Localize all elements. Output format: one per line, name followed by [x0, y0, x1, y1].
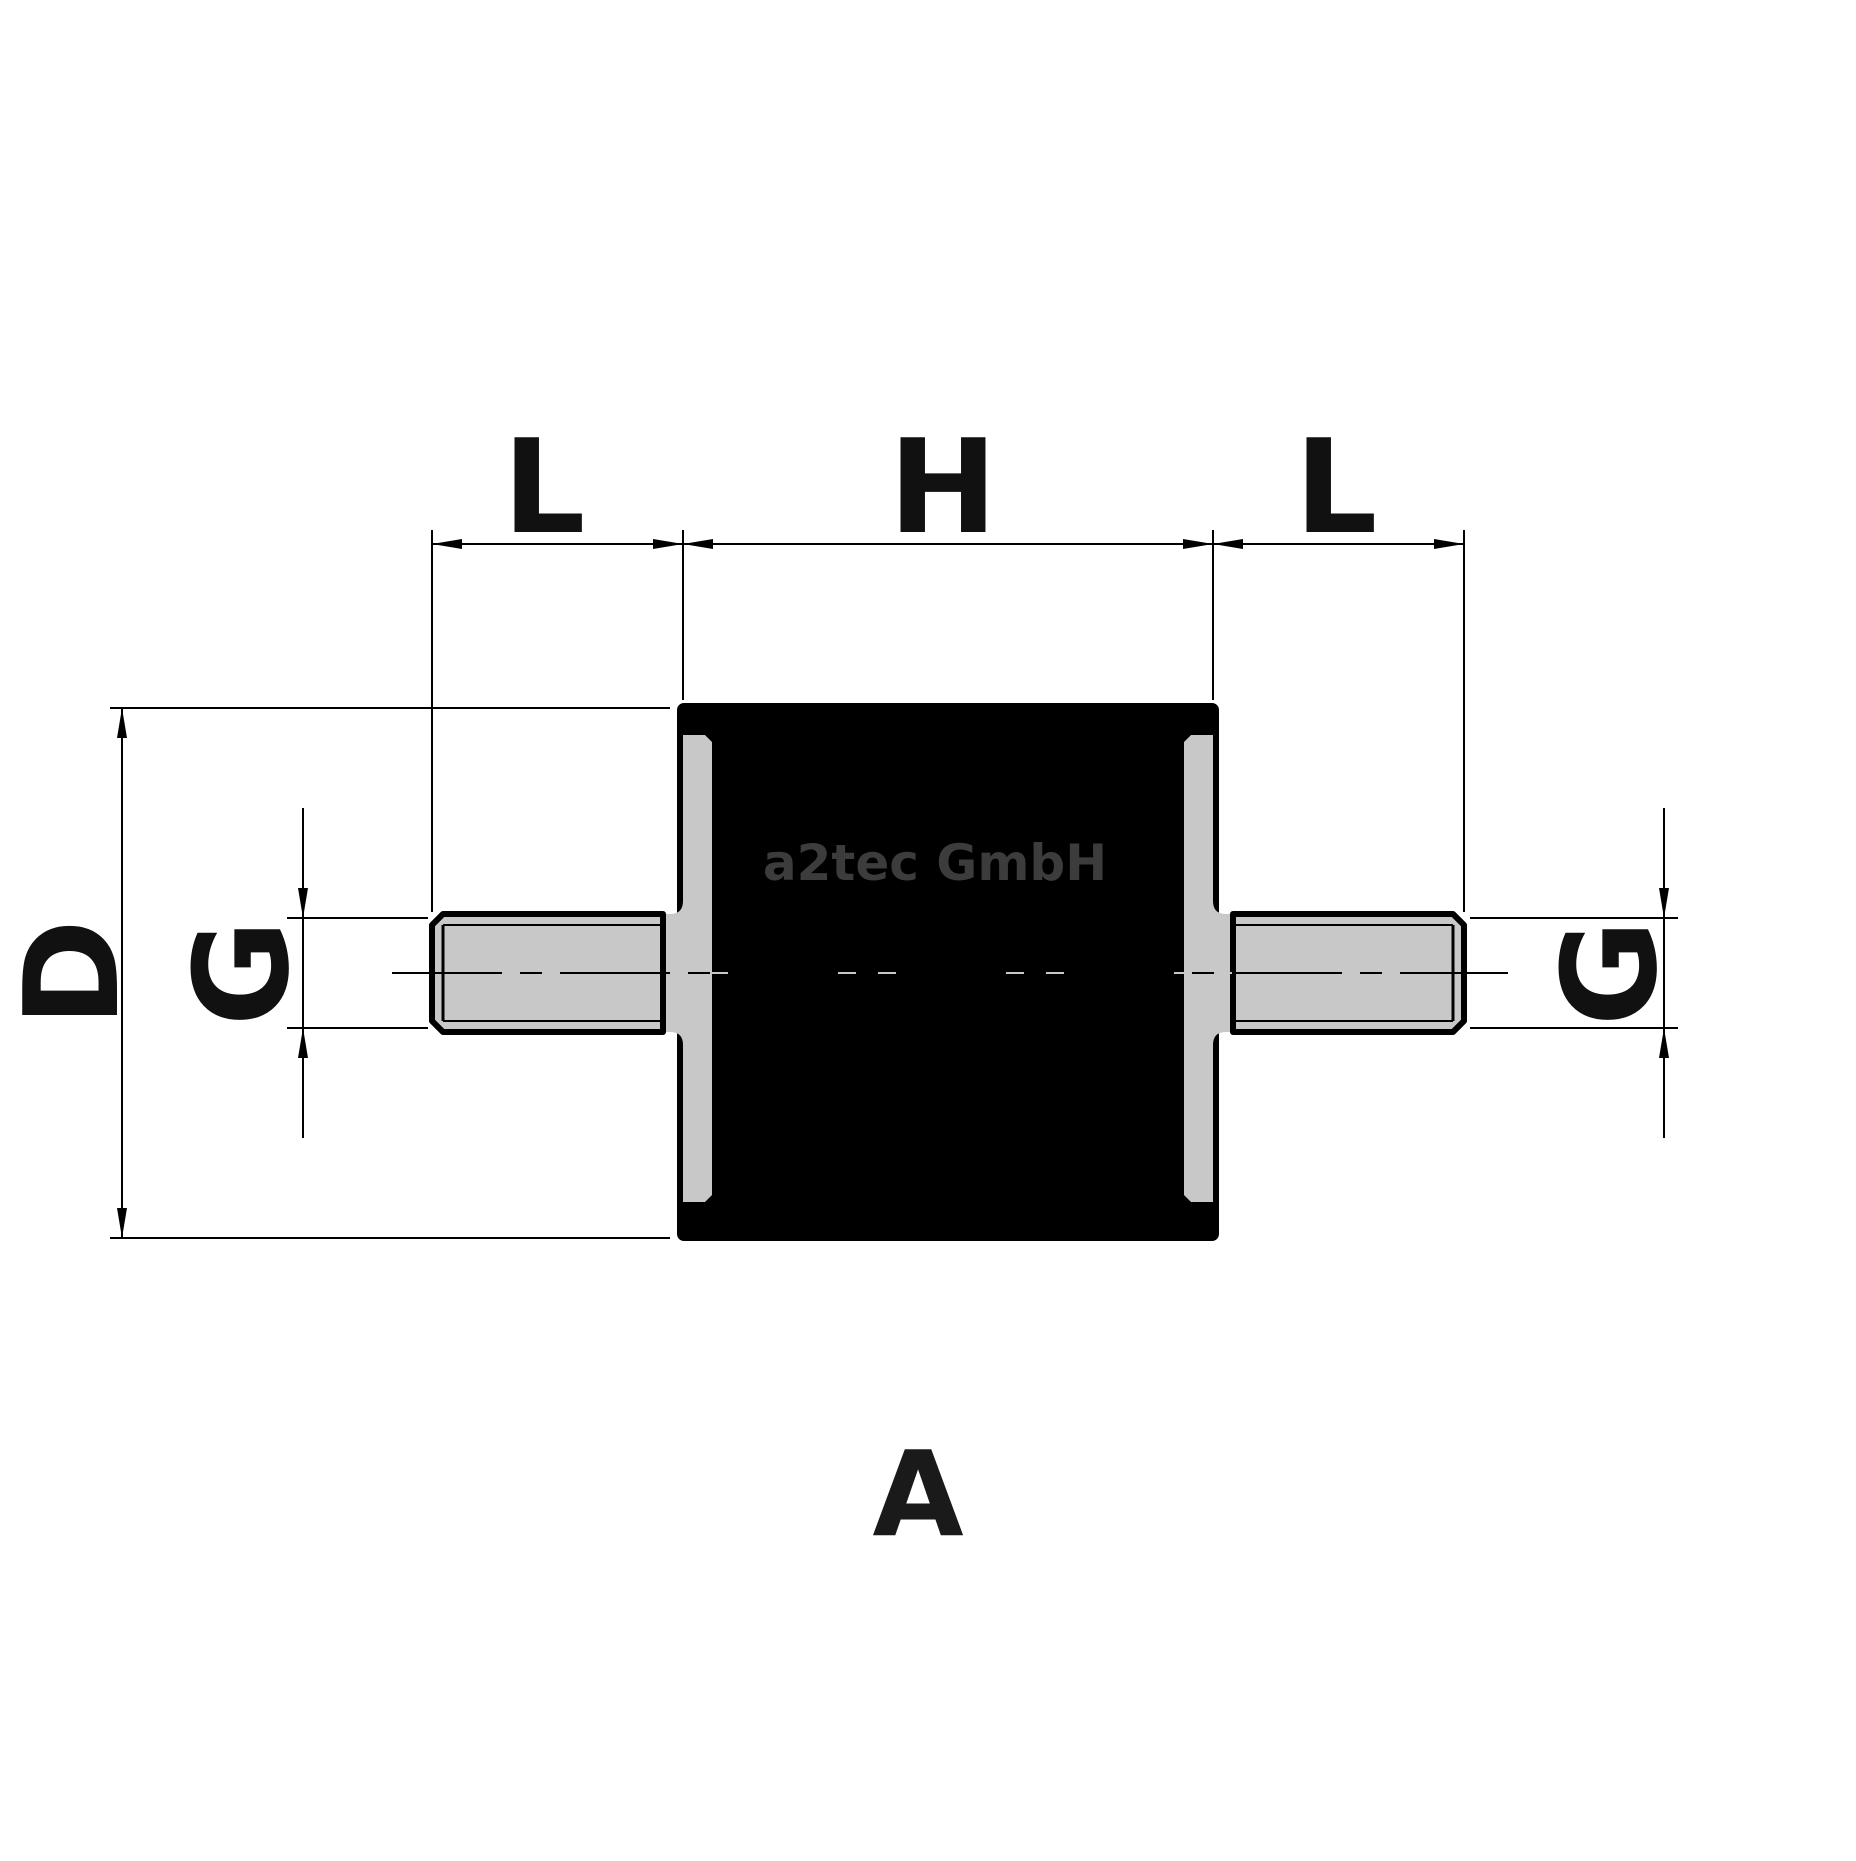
watermark: a2tec GmbH — [763, 834, 1107, 892]
dim-label-h: H — [889, 411, 998, 563]
left-stud — [429, 735, 712, 1202]
dim-label-l-left: L — [503, 411, 586, 563]
dim-label-l-right: L — [1295, 411, 1378, 563]
dimension-lines — [110, 530, 1678, 1239]
right-plate — [1184, 735, 1233, 1202]
dim-label-g-right: G — [1534, 920, 1686, 1027]
right-stud — [1184, 735, 1467, 1202]
left-plate — [663, 735, 712, 1202]
dim-label-g-left: G — [166, 920, 318, 1027]
variant-label: A — [872, 1425, 963, 1563]
dim-label-d: D — [0, 919, 148, 1027]
